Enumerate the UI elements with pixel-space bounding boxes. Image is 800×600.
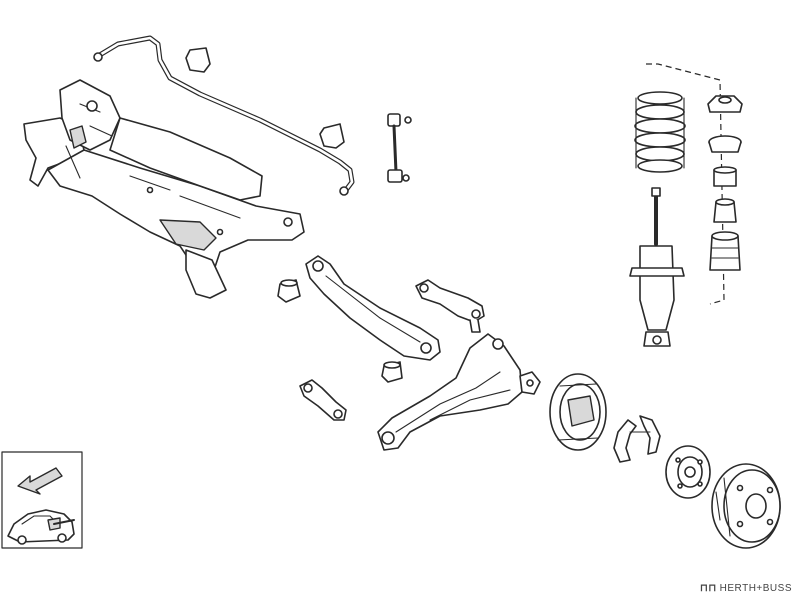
anti-roll-bar-bushing xyxy=(185,47,345,149)
control-arm-bushing xyxy=(277,279,403,383)
lower-control-arm xyxy=(305,255,441,361)
brand-logo: ⊓⊓ HERTH+BUSS xyxy=(700,583,792,594)
direction-arrow-icon xyxy=(17,467,63,495)
tie-rod xyxy=(299,379,347,421)
anti-roll-bar xyxy=(93,35,355,196)
brake-drum xyxy=(711,463,781,549)
brand-logo-text: HERTH+BUSS xyxy=(719,583,792,594)
coil-spring xyxy=(634,91,686,173)
stabilizer-link xyxy=(387,113,412,183)
location-inset xyxy=(1,451,83,549)
strut-top-mount xyxy=(707,95,743,153)
shock-absorber xyxy=(629,187,685,347)
assembly-bracket-line xyxy=(646,63,725,305)
brand-mark-icon: ⊓⊓ xyxy=(700,583,717,594)
brake-drum-backing-plate xyxy=(549,373,607,451)
brake-shoes xyxy=(613,415,661,463)
trailing-arm-knuckle xyxy=(377,333,541,451)
dust-boot xyxy=(709,231,741,271)
upper-control-arm xyxy=(415,279,485,333)
rear-subframe xyxy=(23,79,305,299)
car-rear-location-icon xyxy=(7,509,75,545)
bump-stop xyxy=(713,166,737,223)
wheel-hub xyxy=(665,445,711,499)
